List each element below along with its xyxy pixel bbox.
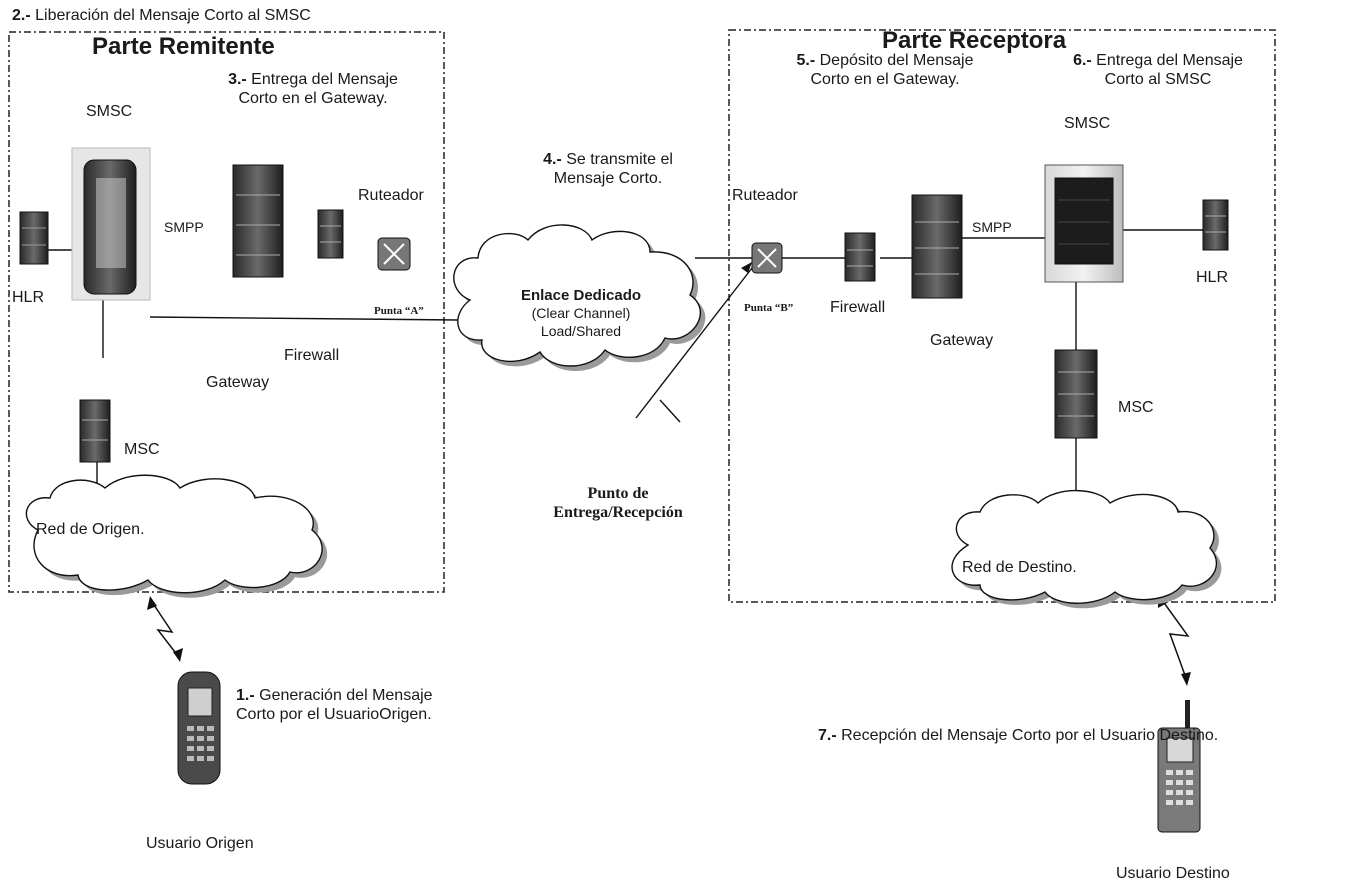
origin-phone-icon	[177, 671, 221, 785]
delivery-arrow-line	[635, 267, 753, 419]
firewall-origin-label: Firewall	[284, 347, 340, 364]
smpp-origin-label: SMPP	[164, 219, 204, 235]
smsc-origin-server-icon	[71, 147, 151, 301]
step-3-label: 3.- Entrega del Mensaje Corto en el Gate…	[228, 71, 398, 107]
cloud-red-destino	[951, 489, 1222, 609]
ruteador-origin-router-icon	[377, 237, 411, 271]
step-5-label: 5.- Depósito del Mensaje Corto en el Gat…	[796, 52, 974, 88]
dest-wireless-arrow-bottom	[1181, 672, 1191, 686]
gateway-origin-server-icon	[232, 164, 284, 278]
dest-phone-icon	[1157, 700, 1201, 833]
smsc-dest-server-icon	[1044, 164, 1124, 283]
smsc-origin-label: SMSC	[86, 103, 133, 120]
msc-dest-server-icon	[1054, 349, 1098, 439]
sender-region	[8, 31, 445, 593]
hlr-origin-server-icon	[19, 211, 49, 265]
cloud-enlace-title: Enlace Dedicado	[520, 287, 642, 304]
red-origen-label: Red de Origen.	[36, 521, 145, 538]
dest-wireless-zigzag	[1161, 599, 1190, 679]
hlr-origin-label: HLR	[12, 289, 45, 306]
sender-link-line	[149, 316, 459, 321]
gateway-dest-label: Gateway	[930, 332, 994, 349]
step-6-label: 6.- Entrega del Mensaje Corto al SMSC	[1073, 52, 1243, 88]
cloud-enlace-dedicado	[453, 224, 706, 371]
cloud-enlace-line2: (Clear Channel)	[531, 305, 631, 321]
gateway-origin-label: Gateway	[206, 374, 270, 391]
msc-dest-label: MSC	[1118, 399, 1154, 416]
cloud-enlace-line3: Load/Shared	[540, 323, 622, 339]
usuario-destino-label: Usuario Destino	[1116, 865, 1230, 882]
step-1-label: 1.- Generación del Mensaje Corto por el …	[236, 687, 433, 723]
delivery-tick-line	[659, 399, 681, 423]
sender-title: Parte Remitente	[92, 33, 275, 60]
origin-wireless-arrow-bottom	[173, 648, 183, 662]
gateway-dest-server-icon	[911, 194, 963, 299]
msc-origin-server-icon	[79, 399, 111, 463]
msc-origin-label: MSC	[124, 441, 160, 458]
receiver-title: Parte Receptora	[882, 27, 1067, 54]
usuario-origen-label: Usuario Origen	[146, 835, 254, 852]
firewall-origin-server-icon	[317, 209, 344, 259]
origin-wireless-zigzag	[151, 601, 179, 657]
origin-wireless-arrow-top	[147, 596, 157, 610]
point-b-label: Punta “B”	[744, 302, 794, 314]
ruteador-origin-label: Ruteador	[358, 187, 424, 204]
step-2-label: 2.- Liberación del Mensaje Corto al SMSC	[12, 7, 311, 24]
step-7-label: 7.- Recepción del Mensaje Corto por el U…	[818, 727, 1219, 744]
point-a-label: Punta “A”	[374, 305, 424, 317]
delivery-arrowhead	[741, 262, 752, 273]
firewall-dest-server-icon	[844, 232, 876, 282]
cloud-red-origen	[25, 474, 328, 598]
smpp-dest-label: SMPP	[972, 219, 1012, 235]
hlr-dest-label: HLR	[1196, 269, 1229, 286]
hlr-dest-server-icon	[1202, 199, 1229, 251]
delivery-point-label: Punto de Entrega/Recepción	[553, 485, 683, 521]
smsc-dest-label: SMSC	[1064, 115, 1111, 132]
red-destino-label: Red de Destino.	[962, 559, 1077, 576]
firewall-dest-label: Firewall	[830, 299, 886, 316]
ruteador-dest-label: Ruteador	[732, 187, 798, 204]
ruteador-dest-router-icon	[751, 242, 783, 274]
step-4-label: 4.- Se transmite el Mensaje Corto.	[543, 151, 673, 187]
